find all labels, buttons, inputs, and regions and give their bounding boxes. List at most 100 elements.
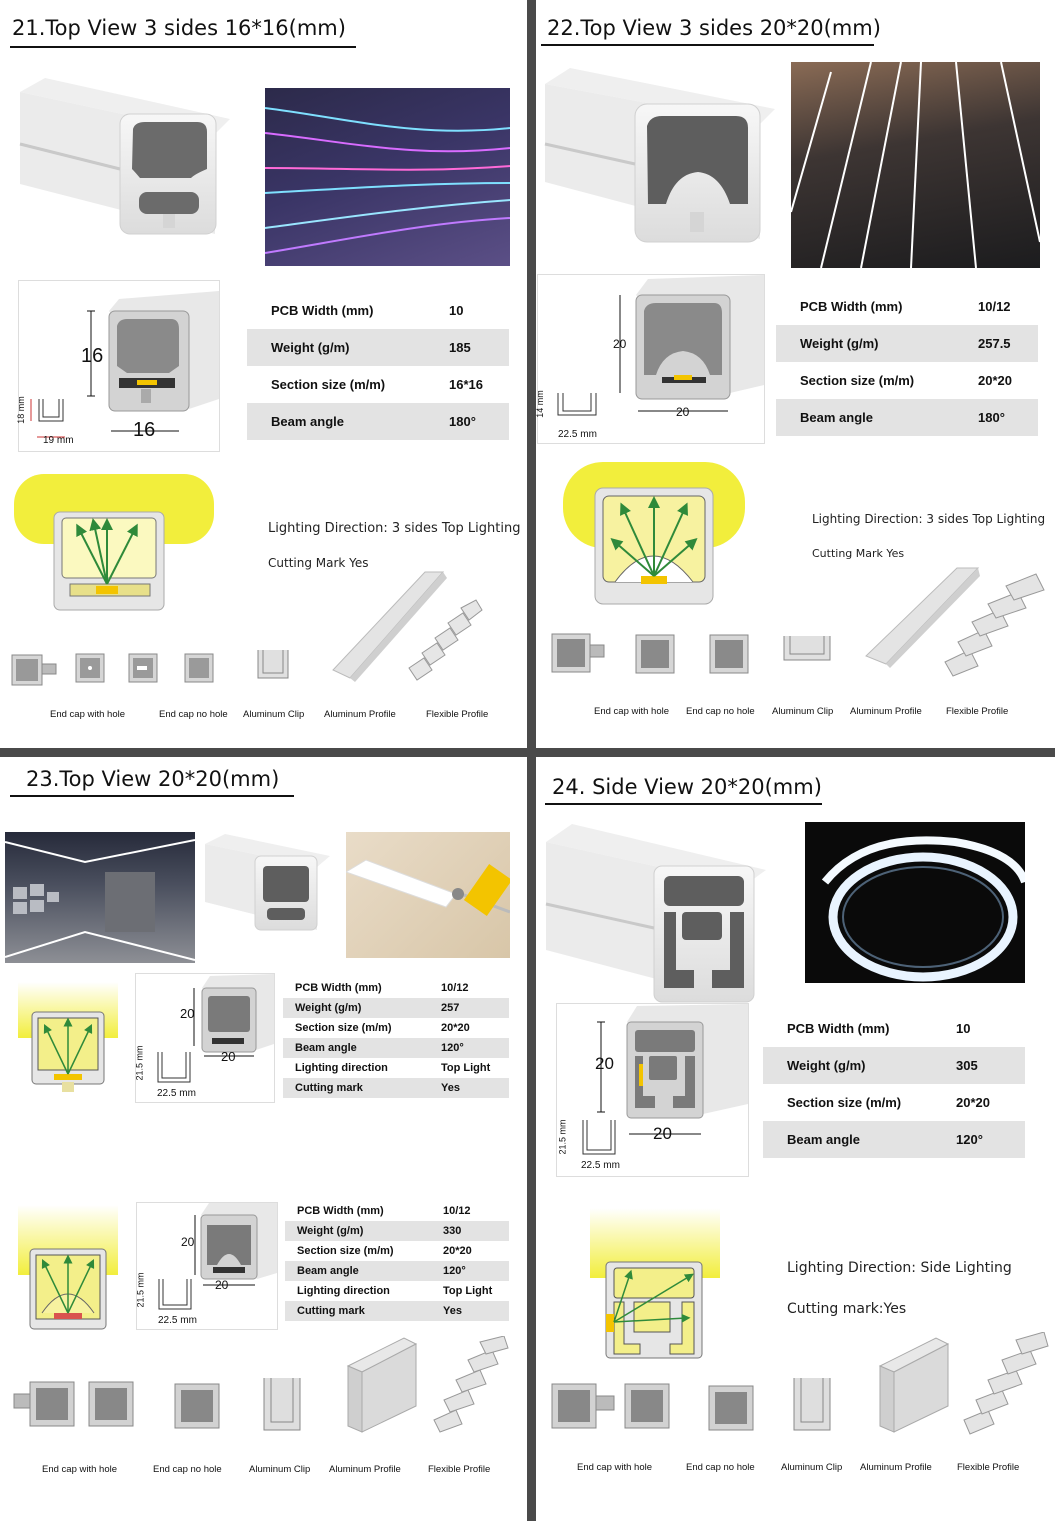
spec-value: 20*20 — [441, 1022, 470, 1034]
spec-value: 257 — [441, 1002, 460, 1014]
spec-label: Section size (m/m) — [297, 1245, 394, 1257]
accessory-label: End cap no hole — [153, 1464, 222, 1475]
cutting-mark: Cutting Mark Yes — [268, 556, 369, 570]
end-cap-no-hole-icon — [128, 653, 158, 683]
spec-value: 180° — [978, 410, 1005, 425]
accessory-label: Aluminum Clip — [772, 706, 834, 717]
product-photo — [346, 832, 510, 958]
accessory-label: End cap no hole — [686, 706, 755, 717]
spec-value: Top Light — [443, 1285, 493, 1297]
accessory-label: Flexible Profile — [957, 1462, 1020, 1473]
clip-height-dim: 21.5 mm — [135, 1272, 146, 1308]
flexible-profile-image — [963, 1332, 1049, 1435]
accessory-label: End cap no hole — [686, 1462, 755, 1473]
lighting-direction: Lighting Direction: Side Lighting — [787, 1260, 1012, 1276]
title-underline — [541, 44, 874, 46]
spec-label: Weight (g/m) — [271, 340, 350, 355]
dimension-drawing: 20 20 21.5 mm 22.5 mm — [136, 1202, 278, 1330]
spec-label: Section size (m/m) — [295, 1022, 392, 1034]
end-cap-no-hole-icon — [75, 653, 105, 683]
spec-value: 10/12 — [978, 299, 1011, 314]
aluminum-profile-image — [332, 571, 447, 682]
spec-value: 120° — [443, 1265, 466, 1277]
light-direction-diagram — [563, 462, 745, 605]
aluminum-profile-image — [346, 1337, 418, 1433]
spec-label: Weight (g/m) — [295, 1002, 362, 1014]
clip-height-dim: 14 mm — [534, 390, 545, 418]
accessory-label: Aluminum Profile — [329, 1464, 401, 1475]
spec-value: 180° — [449, 414, 476, 429]
flexible-profile-image — [944, 573, 1045, 677]
spec-label: Weight (g/m) — [297, 1225, 364, 1237]
profile-render — [205, 834, 330, 931]
clip-width-dim: 22.5 mm — [558, 429, 597, 440]
vertical-divider-bottom — [527, 752, 536, 1521]
spec-value: 10 — [449, 303, 464, 318]
clip-height-dim: 18 mm — [15, 396, 26, 424]
accessory-label: Aluminum Profile — [850, 706, 922, 717]
height-dim: 16 — [81, 345, 104, 367]
spec-table: PCB Width (mm)10 Weight (g/m)185 Section… — [247, 292, 509, 440]
width-dim: 16 — [133, 419, 156, 441]
spec-label: Weight (g/m) — [787, 1058, 866, 1073]
accessory-label: Aluminum Profile — [860, 1462, 932, 1473]
aluminum-profile-image — [878, 1337, 950, 1433]
height-dim: 20 — [613, 337, 627, 351]
spec-row: Section size (m/m)20*20 — [763, 1084, 1025, 1121]
accessory-label: Aluminum Clip — [243, 709, 305, 720]
end-cap-no-hole-icon — [88, 1381, 134, 1427]
cutting-mark: Cutting mark:Yes — [787, 1301, 907, 1317]
title-underline — [10, 795, 294, 797]
accessory-label: End cap with hole — [594, 706, 669, 717]
spec-row: Lighting direction Top Light — [285, 1281, 509, 1301]
clip-width-dim: 22.5 mm — [581, 1160, 620, 1171]
width-dim: 20 — [676, 405, 690, 419]
width-dim: 20 — [215, 1278, 229, 1292]
spec-value: Top Light — [441, 1062, 491, 1074]
spec-value: 16*16 — [449, 377, 483, 392]
spec-label: Beam angle — [297, 1265, 359, 1277]
accessory-label: Aluminum Profile — [324, 709, 396, 720]
spec-label: PCB Width (mm) — [295, 982, 382, 994]
dimension-drawing: 16 16 18 mm 19 mm — [15, 280, 220, 452]
spec-value: Yes — [443, 1305, 462, 1317]
application-photo — [791, 62, 1040, 268]
aluminum-clip-icon — [263, 1378, 301, 1431]
spec-row: Weight (g/m) 257 — [283, 998, 509, 1018]
spec-label: Lighting direction — [297, 1285, 390, 1297]
spec-row: Weight (g/m)305 — [763, 1047, 1025, 1084]
spec-row: Section size (m/m)16*16 — [247, 366, 509, 403]
spec-table: PCB Width (mm)10/12 Weight (g/m)257.5 Se… — [776, 288, 1038, 436]
application-photo — [805, 822, 1025, 983]
end-cap-no-hole-icon — [709, 634, 749, 674]
spec-value: 10/12 — [443, 1205, 471, 1217]
spec-label: Cutting mark — [297, 1305, 365, 1317]
spec-row: Beam angle 120° — [285, 1261, 509, 1281]
spec-label: Beam angle — [800, 410, 873, 425]
width-dim: 20 — [653, 1124, 672, 1143]
light-direction-diagram — [18, 982, 118, 1092]
flexible-profile-image — [433, 1336, 509, 1433]
spec-row: Section size (m/m)20*20 — [776, 362, 1038, 399]
clip-width-dim: 19 mm — [43, 435, 74, 446]
spec-value: 10 — [956, 1021, 971, 1036]
accessory-label: End cap no hole — [159, 709, 228, 720]
panel-title: 24. Side View 20*20(mm) — [552, 775, 822, 799]
light-direction-diagram — [590, 1208, 720, 1359]
panel-title: 22.Top View 3 sides 20*20(mm) — [547, 16, 881, 40]
spec-value: 20*20 — [443, 1245, 472, 1257]
spec-row: Lighting direction Top Light — [283, 1058, 509, 1078]
spec-label: Lighting direction — [295, 1062, 388, 1074]
width-dim: 20 — [221, 1049, 236, 1064]
application-photo — [265, 88, 510, 266]
light-direction-diagram — [18, 1205, 118, 1330]
dimension-drawing: 20 20 21.5 mm 22.5 mm — [135, 973, 275, 1103]
accessory-label: Aluminum Clip — [781, 1462, 843, 1473]
accessory-label: End cap with hole — [50, 709, 125, 720]
clip-width-dim: 22.5 mm — [158, 1315, 197, 1326]
spec-row: Section size (m/m) 20*20 — [285, 1241, 509, 1261]
title-underline — [10, 46, 356, 48]
spec-label: Section size (m/m) — [800, 373, 915, 388]
